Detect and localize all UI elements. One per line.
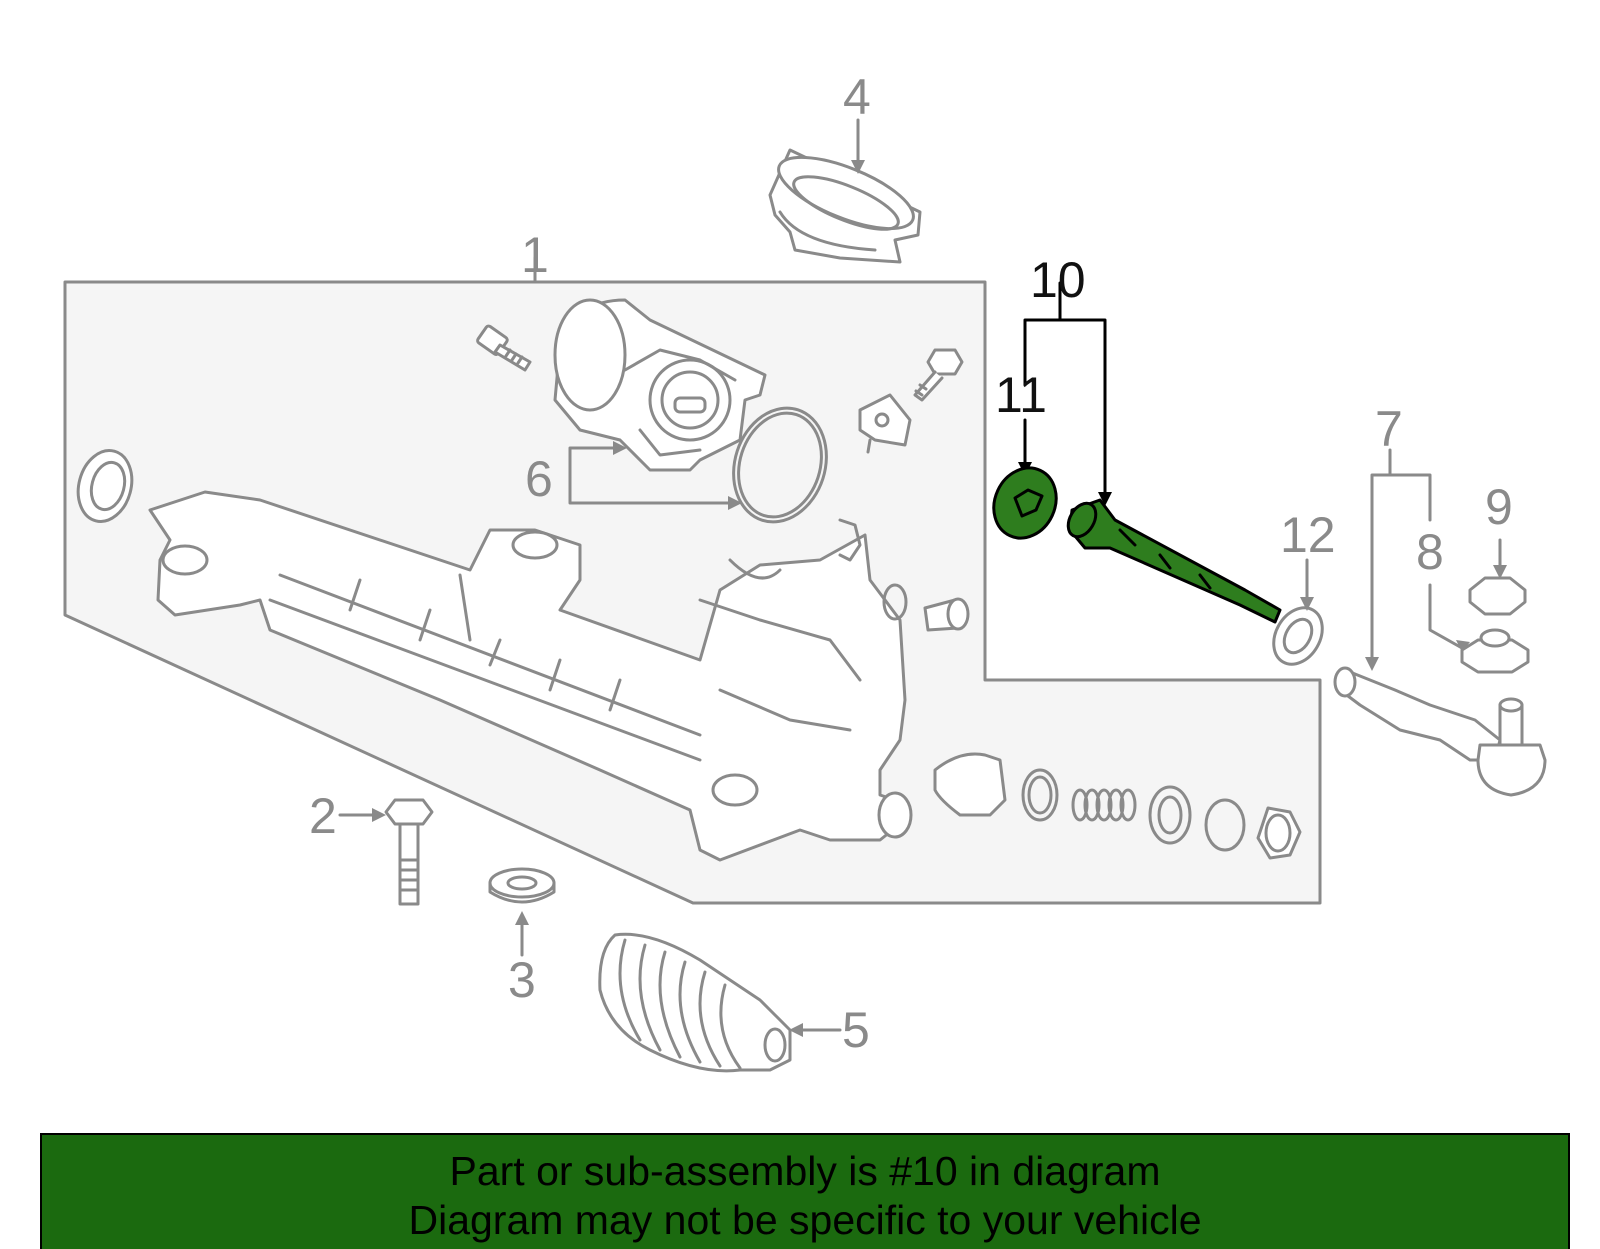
yoke-ring xyxy=(1021,768,1059,822)
leader-8 xyxy=(1428,583,1464,650)
leader-6-a xyxy=(568,446,617,480)
leader-7-b xyxy=(1388,473,1432,522)
part-5-boot xyxy=(598,932,792,1073)
callout-11: 11 xyxy=(995,367,1047,423)
leader-7-a xyxy=(1370,448,1392,662)
part-4-collar xyxy=(768,148,922,264)
part-2-bolt xyxy=(384,798,434,906)
callout-12: 12 xyxy=(1280,507,1336,563)
motor-unit xyxy=(553,298,767,472)
callout-4: 4 xyxy=(843,69,871,125)
spring-cap xyxy=(1148,785,1192,845)
callout-10: 10 xyxy=(1030,252,1086,308)
callout-7: 7 xyxy=(1375,401,1403,457)
callout-1: 1 xyxy=(521,227,549,283)
leader-10 xyxy=(1023,318,1107,497)
seal-left xyxy=(76,449,134,523)
assembly-panel xyxy=(63,280,1322,905)
plug xyxy=(923,597,970,632)
callout-3: 3 xyxy=(508,952,536,1008)
info-banner: Part or sub-assembly is #10 in diagram D… xyxy=(40,1133,1570,1249)
part-12-ring xyxy=(1272,606,1324,666)
o-ring-large xyxy=(732,406,828,524)
callout-9: 9 xyxy=(1485,479,1513,535)
part-7-tie-rod-end xyxy=(1333,666,1547,797)
banner-line-1: Part or sub-assembly is #10 in diagram xyxy=(449,1148,1161,1194)
steering-rack xyxy=(148,490,913,862)
part-11-washer xyxy=(992,466,1058,540)
banner-line-2: Diagram may not be specific to your vehi… xyxy=(408,1197,1202,1243)
yoke xyxy=(933,752,1007,817)
part-10-inner-tie-rod xyxy=(1066,498,1282,624)
part-9-cap xyxy=(1468,576,1527,616)
callout-2: 2 xyxy=(309,788,337,844)
mount-bolt-right xyxy=(913,348,964,402)
callout-8: 8 xyxy=(1416,524,1444,580)
part-3-washer xyxy=(488,867,556,904)
adjuster-plug xyxy=(1204,798,1246,852)
ring-small xyxy=(882,583,908,621)
spring xyxy=(1071,788,1137,822)
motor-bolt-left xyxy=(476,324,532,372)
callout-6: 6 xyxy=(525,451,553,507)
callout-5: 5 xyxy=(842,1002,870,1058)
mount-bracket xyxy=(858,393,912,454)
leader-6-b xyxy=(568,476,732,505)
part-8-nut xyxy=(1460,628,1530,674)
